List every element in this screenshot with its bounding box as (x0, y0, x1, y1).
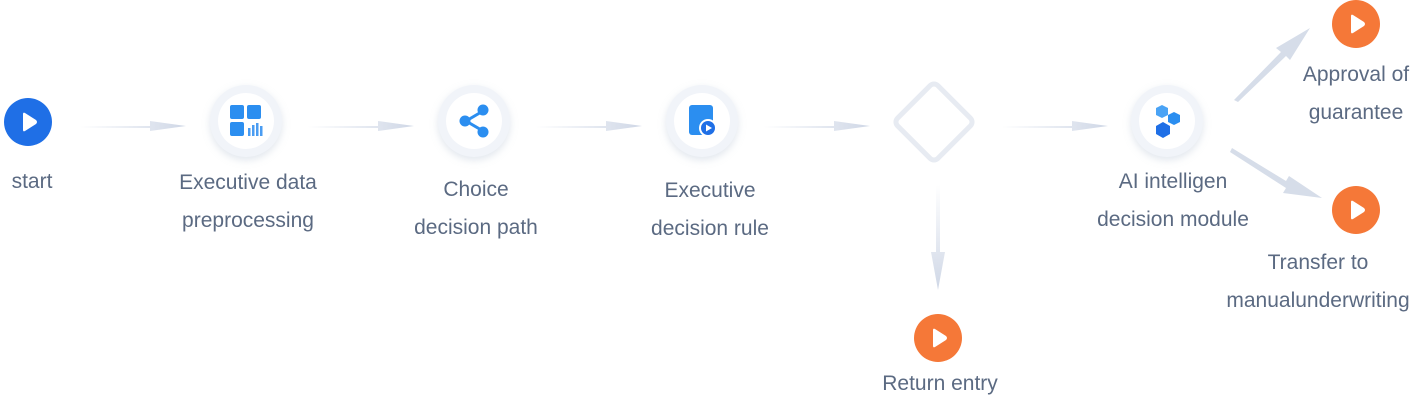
share-icon (459, 104, 489, 138)
hexagon-cluster-icon (1156, 105, 1180, 138)
arrow-decision-to-return (931, 185, 945, 290)
arrow-ai-to-transfer (1230, 148, 1322, 198)
ai-label: AI intelligen decision module (1097, 170, 1249, 231)
transfer-node[interactable] (1332, 186, 1380, 234)
preprocessing-label: Executive data preprocessing (179, 171, 317, 232)
start-label: start (11, 170, 53, 193)
return-node[interactable] (914, 314, 962, 362)
arrow-rule-to-decision (764, 121, 870, 131)
play-icon (4, 98, 52, 146)
arrow-decision-to-ai (1002, 121, 1108, 131)
play-icon (1332, 186, 1380, 234)
arrow-preprocessing-to-choice (308, 121, 414, 131)
document-play-icon (689, 105, 717, 137)
ai-node[interactable] (1131, 85, 1203, 157)
arrow-ai-to-approval (1234, 28, 1310, 102)
rule-label: Executive decision rule (651, 179, 769, 240)
play-icon (1332, 0, 1380, 48)
grid-chart-icon (230, 105, 263, 136)
transfer-label: Transfer to manualunderwriting (1226, 251, 1410, 312)
approval-label: Approval of guarantee (1302, 63, 1410, 124)
arrow-choice-to-rule (536, 121, 642, 131)
preprocessing-node[interactable] (210, 85, 282, 157)
choice-label: Choice decision path (414, 178, 538, 239)
approval-node[interactable] (1332, 0, 1380, 48)
rule-node[interactable] (666, 85, 738, 157)
return-label: Return entry (882, 372, 998, 395)
arrow-start-to-preprocessing (80, 121, 186, 131)
choice-node[interactable] (438, 85, 510, 157)
start-node[interactable] (4, 98, 52, 146)
play-icon (914, 314, 962, 362)
